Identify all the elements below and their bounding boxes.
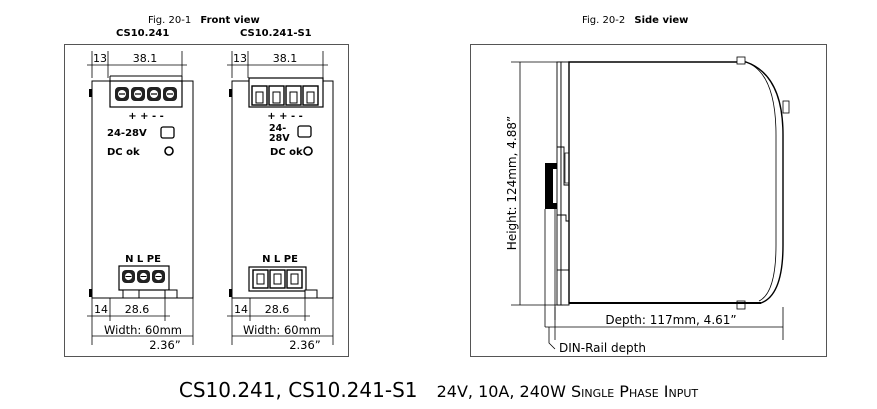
- unit-a-width-mm: Width: 60mm: [104, 323, 182, 337]
- unit-a-dim-left-bottom: 14: [94, 303, 108, 316]
- front-cover-edge: [745, 61, 777, 302]
- footer-title: CS10.241, CS10.241-S1 24V, 10A, 240W Sin…: [0, 378, 877, 402]
- fig1-caption: Fig. 20-1 Front view: [148, 15, 260, 26]
- unit-b-bottom-plug-slots: [252, 269, 303, 289]
- unit-b-voltage-label-line1: 24-: [269, 123, 286, 134]
- unit-b-width-mm: Width: 60mm: [243, 323, 321, 337]
- side-view-panel: Height: 124mm, 4.88” Depth: 1: [470, 44, 827, 357]
- potentiometer-stub: [782, 100, 790, 114]
- unit-b-top-plug-slots: [251, 85, 319, 106]
- unit-a-dc-ok-led-icon: [164, 146, 174, 156]
- unit-b-voltage-adjust-icon: [297, 125, 312, 138]
- unit-b: 13 38.1 + + - - 24- 28V DC ok N L PE: [227, 51, 334, 352]
- fig2-caption-title: Side view: [634, 15, 689, 26]
- din-rail-depth-leader: [548, 327, 556, 350]
- unit-b-clip-bottom: [229, 289, 232, 297]
- top-terminal-stub: [736, 56, 746, 65]
- unit-a-voltage-label: 24-28V: [107, 128, 147, 139]
- unit-b-voltage-label-line2: 28V: [269, 133, 290, 144]
- model-b-label: CS10.241-S1: [240, 28, 312, 39]
- side-view-drawing: Height: 124mm, 4.88” Depth: 1: [505, 56, 790, 355]
- housing-side-outline: [568, 61, 784, 304]
- din-rail: [544, 163, 557, 327]
- bottom-terminal-stub: [736, 300, 746, 310]
- unit-a-dim-top: 38.1: [133, 52, 158, 65]
- unit-b-terminal-polarity: + + - -: [267, 111, 303, 122]
- unit-a-bottom-screws: [122, 270, 165, 283]
- unit-a-terminal-polarity: + + - -: [128, 111, 164, 122]
- unit-b-input-terminals-label: N L PE: [262, 254, 298, 265]
- din-rail-depth-label: DIN-Rail depth: [559, 341, 646, 355]
- fig2-caption-number: Fig. 20-2: [582, 15, 626, 26]
- unit-b-dim-left: 13: [233, 52, 247, 65]
- unit-b-dim-left-bottom: 14: [234, 303, 248, 316]
- unit-b-dim-top: 38.1: [273, 52, 298, 65]
- unit-b-dc-ok-label: DC ok: [270, 147, 303, 158]
- footer-spec: 24V, 10A, 240W Single Phase Input: [436, 382, 699, 401]
- unit-a-input-terminals-label: N L PE: [125, 254, 161, 265]
- unit-a-dim-bottom: 28.6: [125, 303, 150, 316]
- fig2-caption: Fig. 20-2 Side view: [582, 15, 688, 26]
- unit-a-top-screws: [115, 87, 177, 101]
- unit-a-voltage-adjust-icon: [160, 126, 175, 139]
- front-view-drawing: 13 38.1 + + - - 24-28V DC ok N L P: [87, 51, 334, 352]
- unit-a-dim-left: 13: [93, 52, 107, 65]
- unit-b-clip-top: [229, 89, 232, 97]
- unit-a-clip-top: [89, 89, 92, 97]
- height-label: Height: 124mm, 4.88”: [505, 116, 519, 250]
- footer-models: CS10.241, CS10.241-S1: [178, 378, 418, 402]
- fig1-caption-title: Front view: [200, 15, 260, 26]
- unit-a-clip-bottom: [89, 289, 92, 297]
- depth-label: Depth: 117mm, 4.61”: [605, 313, 736, 327]
- fig1-caption-number: Fig. 20-1: [148, 15, 192, 26]
- model-a-label: CS10.241: [116, 28, 170, 39]
- front-view-panel: 13 38.1 + + - - 24-28V DC ok N L P: [64, 44, 349, 357]
- unit-a-dc-ok-label: DC ok: [107, 147, 140, 158]
- mounting-bracket: [556, 61, 571, 306]
- unit-b-width-in: 2.36”: [289, 338, 321, 352]
- unit-a: 13 38.1 + + - - 24-28V DC ok N L P: [87, 51, 194, 352]
- unit-b-dim-bottom: 28.6: [265, 303, 290, 316]
- unit-b-dc-ok-led-icon: [303, 146, 313, 156]
- unit-a-width-in: 2.36”: [149, 338, 181, 352]
